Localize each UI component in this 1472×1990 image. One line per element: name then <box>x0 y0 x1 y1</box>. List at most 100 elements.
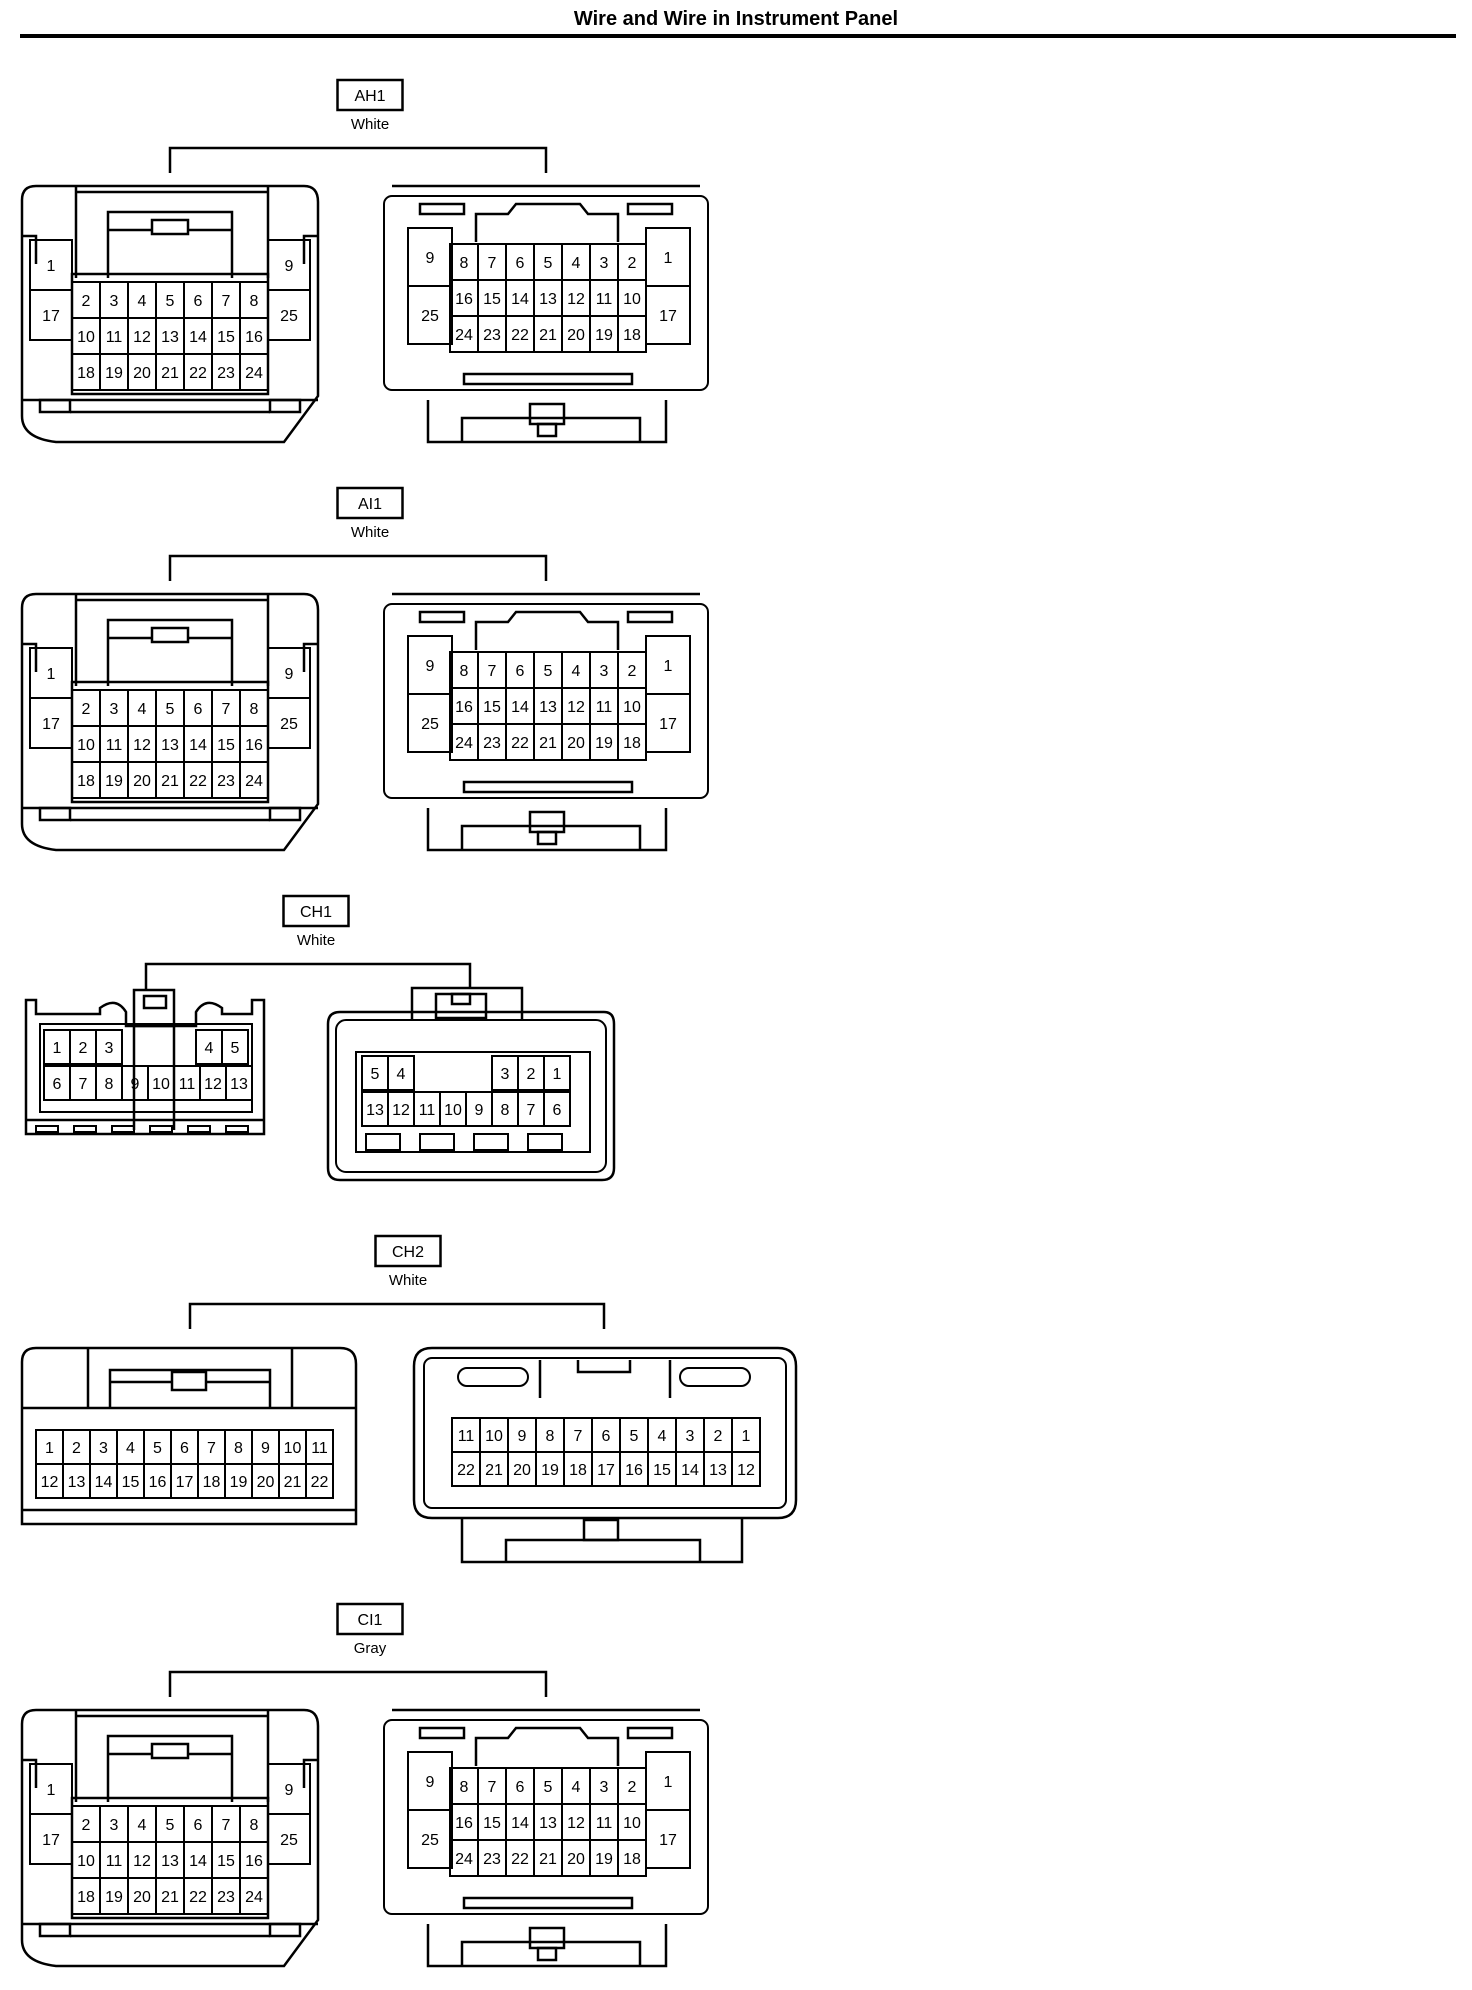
pin-number: 7 <box>222 293 231 310</box>
pin-cell <box>239 761 269 799</box>
pin-number: 18 <box>77 365 95 382</box>
pin-number: 9 <box>261 1440 270 1457</box>
pin-number: 13 <box>68 1474 86 1491</box>
latch-notch <box>365 1133 401 1151</box>
pin-number: 15 <box>217 1853 235 1870</box>
pin-number: 11 <box>179 1076 196 1093</box>
pin-number: 1 <box>47 258 56 275</box>
lock-tab <box>536 422 558 438</box>
pin-number: 4 <box>138 1817 147 1834</box>
pin-number: 2 <box>82 701 91 718</box>
pin-number: 4 <box>572 663 581 680</box>
pin-number: 1 <box>553 1066 562 1083</box>
pin-number: 5 <box>166 1817 175 1834</box>
housing-outline <box>20 1708 320 1968</box>
pin-number: 20 <box>513 1462 531 1479</box>
key-rib <box>474 202 620 242</box>
latch-notch <box>38 806 72 822</box>
pin-number: 24 <box>455 327 473 344</box>
pin-number: 20 <box>257 1474 275 1491</box>
housing-outline <box>20 1346 358 1526</box>
pin-number: 23 <box>483 1851 501 1868</box>
lock-inner <box>460 416 642 442</box>
pin-number: 8 <box>105 1076 114 1093</box>
pin-cell <box>387 1055 415 1091</box>
pin-number: 11 <box>106 1853 123 1870</box>
pin-number: 1 <box>47 1782 56 1799</box>
lock-tab <box>434 992 488 1020</box>
pin-number: 21 <box>161 1889 179 1906</box>
lock-hood <box>410 986 524 1020</box>
pin-number: 19 <box>595 327 613 344</box>
pin-number: 17 <box>42 716 60 733</box>
pin-number: 8 <box>250 1817 259 1834</box>
pin-number: 10 <box>623 699 641 716</box>
pin-number: 5 <box>544 1779 553 1796</box>
lock-hood <box>426 808 668 852</box>
pin-number: 17 <box>597 1462 615 1479</box>
pin-number: 21 <box>485 1462 503 1479</box>
pin-number: 20 <box>567 735 585 752</box>
lock-tab <box>536 1946 558 1962</box>
pin-number: 3 <box>110 293 119 310</box>
housing-outline <box>20 184 320 444</box>
lock-inner <box>106 210 234 278</box>
pin-number: 17 <box>42 1832 60 1849</box>
pin-number: 8 <box>250 701 259 718</box>
pin-number: 21 <box>161 365 179 382</box>
pin-number: 11 <box>596 291 613 308</box>
pin-number: 17 <box>659 716 677 733</box>
inner-frame <box>423 1357 787 1509</box>
latch-notch <box>473 1133 509 1151</box>
latch-notch <box>187 1125 211 1133</box>
pin-number: 12 <box>567 699 585 716</box>
pin-number: 10 <box>77 1853 95 1870</box>
pin-number: 22 <box>189 773 207 790</box>
pin-number: 7 <box>222 1817 231 1834</box>
pin-number: 22 <box>457 1462 475 1479</box>
inner-frame <box>383 603 709 799</box>
pin-number: 3 <box>110 701 119 718</box>
pin-number: 24 <box>455 1851 473 1868</box>
pin-number: 4 <box>138 293 147 310</box>
pin-number: 6 <box>194 701 203 718</box>
pin-number: 14 <box>189 329 207 346</box>
pin-number: 16 <box>149 1474 167 1491</box>
pin-number: 16 <box>455 1815 473 1832</box>
bottom-rib <box>462 780 634 794</box>
pin-number: 3 <box>99 1440 108 1457</box>
pin-number: 9 <box>426 1774 435 1791</box>
pin-number: 13 <box>366 1102 384 1119</box>
pin-number: 15 <box>217 329 235 346</box>
pin-number: 16 <box>455 699 473 716</box>
connector-code: AI1 <box>358 496 382 513</box>
pin-number: 16 <box>625 1462 643 1479</box>
pin-number: 8 <box>460 663 469 680</box>
pin-number: 25 <box>280 308 298 325</box>
pin-number: 23 <box>217 773 235 790</box>
pin-number: 1 <box>47 666 56 683</box>
pin-number: 1 <box>742 1428 751 1445</box>
pin-number: 24 <box>245 1889 263 1906</box>
pin-number: 23 <box>483 327 501 344</box>
pin-number: 19 <box>230 1474 248 1491</box>
pin-number: 10 <box>623 291 641 308</box>
pin-cell <box>731 1451 761 1487</box>
pin-cell <box>267 697 311 749</box>
pin-number: 5 <box>544 663 553 680</box>
pin-number: 2 <box>628 1779 637 1796</box>
pin-number: 15 <box>483 291 501 308</box>
connector-color: Gray <box>354 1640 387 1657</box>
pin-number: 10 <box>77 329 95 346</box>
pin-number: 10 <box>623 1815 641 1832</box>
pin-number: 9 <box>285 1782 294 1799</box>
pin-number: 22 <box>511 1851 529 1868</box>
pin-number: 13 <box>161 329 179 346</box>
pin-number: 1 <box>664 1774 673 1791</box>
pin-number: 20 <box>133 773 151 790</box>
